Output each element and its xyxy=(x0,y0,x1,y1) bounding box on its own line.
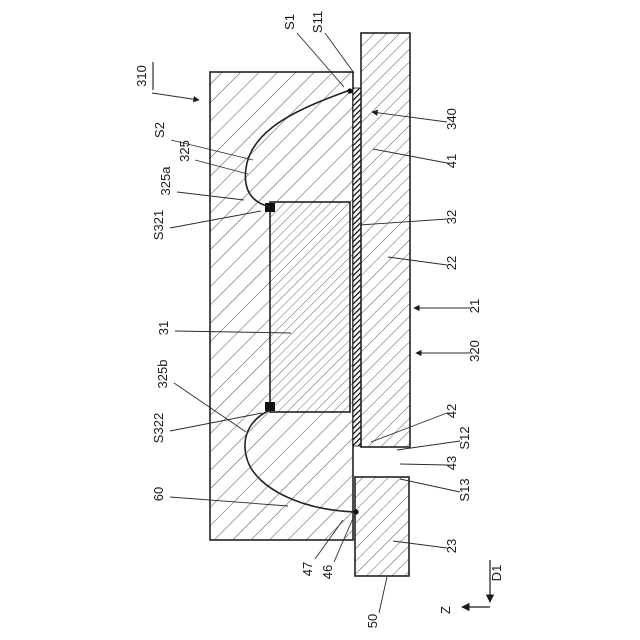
label-310: 310 xyxy=(134,65,149,87)
label-325a: 325a xyxy=(158,166,173,196)
label-50: 50 xyxy=(365,614,380,628)
label-60: 60 xyxy=(151,487,166,501)
die xyxy=(269,201,351,413)
leader-60 xyxy=(169,496,289,507)
leader-340-arrow xyxy=(371,109,448,123)
die-pad-top xyxy=(265,203,275,212)
leader-325b xyxy=(173,382,247,433)
label-axis-z: Z xyxy=(438,606,453,614)
die-pad-bottom xyxy=(265,402,275,411)
label-s1: S1 xyxy=(282,14,297,30)
leader-22 xyxy=(387,256,448,266)
bond-point-bottom xyxy=(353,509,359,515)
label-s322: S322 xyxy=(151,413,166,443)
leader-s1 xyxy=(296,32,345,88)
adhesive-layer xyxy=(352,87,362,447)
leader-s11 xyxy=(324,32,355,74)
label-43: 43 xyxy=(444,456,459,470)
label-325b: 325b xyxy=(155,360,170,389)
label-320: 320 xyxy=(467,340,482,362)
leader-42 xyxy=(370,412,448,443)
label-340: 340 xyxy=(444,108,459,130)
label-21: 21 xyxy=(467,299,482,313)
leader-s13 xyxy=(399,478,461,493)
leader-325 xyxy=(194,159,249,175)
leader-325a xyxy=(176,191,245,201)
label-31: 31 xyxy=(156,321,171,335)
leader-41 xyxy=(372,148,448,164)
leader-32 xyxy=(359,218,448,226)
label-s321: S321 xyxy=(151,210,166,240)
label-22: 22 xyxy=(444,256,459,270)
label-s13: S13 xyxy=(457,478,472,501)
bond-point-top xyxy=(347,88,353,94)
lower-component xyxy=(354,476,410,577)
leader-s322 xyxy=(169,412,263,432)
leader-50 xyxy=(378,576,388,614)
leader-23 xyxy=(392,540,448,549)
leader-s12 xyxy=(396,440,461,451)
substrate-bar xyxy=(360,32,411,448)
label-325: 325 xyxy=(177,140,192,162)
label-47: 47 xyxy=(300,562,315,576)
label-s2: S2 xyxy=(152,122,167,138)
leader-s2 xyxy=(170,139,254,161)
label-axis-d1: D1 xyxy=(489,565,504,582)
leader-46 xyxy=(333,515,355,563)
label-s12: S12 xyxy=(457,426,472,449)
label-42: 42 xyxy=(444,404,459,418)
bond-wire-top xyxy=(244,89,351,208)
label-s11: S11 xyxy=(310,11,325,33)
label-32: 32 xyxy=(444,210,459,224)
label-23: 23 xyxy=(444,539,459,553)
leader-310-arrow xyxy=(151,92,200,103)
leader-43 xyxy=(399,463,448,466)
leader-31 xyxy=(174,330,292,334)
bond-wire-bottom xyxy=(244,409,357,513)
leader-47 xyxy=(314,519,344,560)
label-46: 46 xyxy=(320,565,335,579)
leader-s321 xyxy=(169,210,262,229)
label-41: 41 xyxy=(444,154,459,168)
